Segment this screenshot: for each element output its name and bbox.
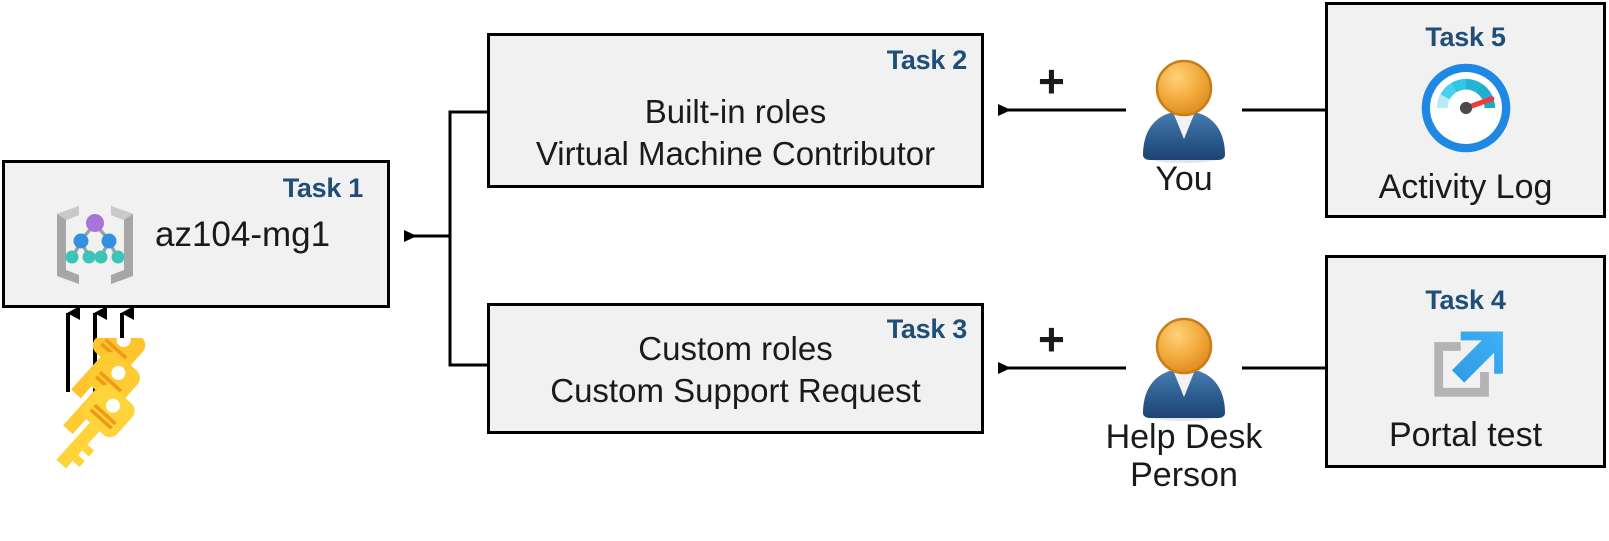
actor-help-desk-person-icon[interactable] bbox=[1129, 313, 1239, 423]
task-2-box[interactable]: Task 2 Built-in roles Virtual Machine Co… bbox=[487, 33, 984, 188]
actor-you-icon[interactable] bbox=[1129, 55, 1239, 165]
actor-help-desk-person-caption: Help Desk Person bbox=[1105, 418, 1263, 495]
task-4-box[interactable]: Task 4 Portal test bbox=[1325, 255, 1606, 468]
task-3-tag: Task 3 bbox=[886, 314, 968, 344]
keys-icon bbox=[30, 319, 148, 476]
task-5-box[interactable]: Task 5 Activity Log bbox=[1325, 2, 1606, 218]
wire-tasks23-to-task1 bbox=[404, 110, 487, 367]
management-group-icon bbox=[45, 198, 145, 288]
task-4-tag: Task 4 bbox=[1425, 285, 1506, 315]
task-2-title: Built-in roles Virtual Machine Contribut… bbox=[535, 93, 936, 173]
task-1-tag: Task 1 bbox=[282, 173, 364, 203]
external-link-icon bbox=[1422, 321, 1510, 414]
task-1-box[interactable]: Task 1 az104-mg1 bbox=[2, 160, 390, 308]
actor-you-caption: You bbox=[1155, 160, 1213, 198]
gauge-icon bbox=[1418, 60, 1514, 161]
plus-sign-bottom: + bbox=[1038, 313, 1065, 365]
task-1-label: az104-mg1 bbox=[155, 215, 331, 254]
task-3-title: Custom roles Custom Support Request bbox=[550, 330, 921, 410]
task-4-caption: Portal test bbox=[1388, 416, 1543, 454]
task-2-tag: Task 2 bbox=[886, 45, 968, 75]
task-5-caption: Activity Log bbox=[1378, 168, 1553, 206]
task-3-box[interactable]: Task 3 Custom roles Custom Support Reque… bbox=[487, 303, 984, 434]
task-5-tag: Task 5 bbox=[1425, 22, 1506, 52]
plus-sign-top: + bbox=[1038, 55, 1065, 107]
